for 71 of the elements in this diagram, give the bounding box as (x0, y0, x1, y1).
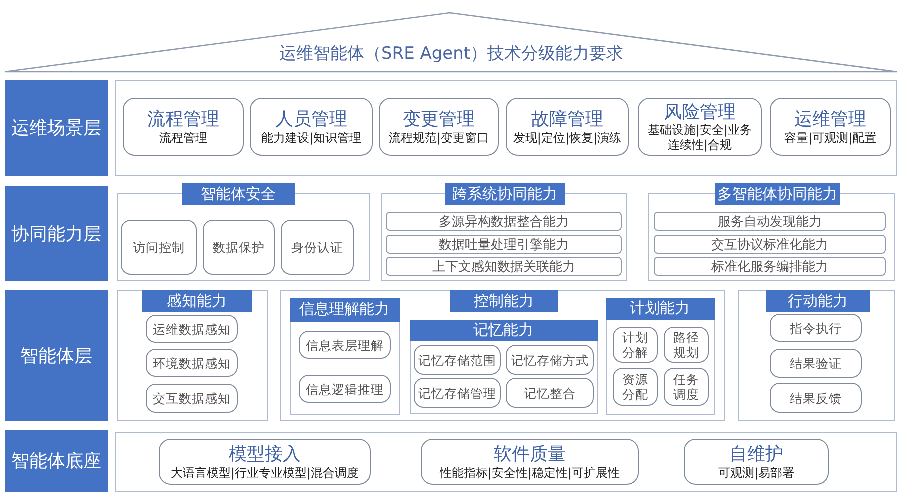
layer-panel (115, 432, 897, 492)
capability-tag: 访问控制 (121, 220, 197, 275)
group-panel (290, 298, 400, 415)
capability-row: 上下文感知数据关联能力 (386, 257, 622, 276)
capability-tag: 记忆整合 (506, 378, 594, 408)
group-heading: 信息理解能力 (290, 298, 400, 322)
group-heading: 跨系统协同能力 (445, 183, 565, 205)
card-subtitle: 发现|定位|恢复|演练 (513, 130, 622, 145)
capability-tag: 运维数据感知 (146, 315, 238, 343)
scenario-card (770, 98, 891, 156)
group-heading: 多智能体协同能力 (715, 183, 840, 205)
capability-tag: 交互数据感知 (146, 384, 238, 413)
scenario-card (379, 98, 499, 156)
layer-label: 智能体层 (5, 290, 108, 421)
capability-row: 数据吐量处理引擎能力 (386, 235, 622, 254)
capability-tag: 路径规划 (664, 327, 709, 363)
capability-row: 标准化服务编排能力 (654, 257, 886, 276)
group-heading: 计划能力 (606, 298, 714, 320)
capability-tag: 资源分配 (613, 368, 658, 406)
layer-label: 智能体底座 (5, 430, 108, 492)
capability-row: 服务自动发现能力 (654, 212, 886, 231)
card-title: 流程管理 (148, 109, 220, 131)
scenario-card (506, 98, 629, 156)
diagram-title: 运维智能体（SRE Agent）技术分级能力要求 (279, 44, 624, 64)
group-heading: 感知能力 (142, 290, 252, 312)
card-subtitle: 流程管理 (160, 130, 208, 145)
card-subtitle: 基础设施|安全|业务连续性|合规 (646, 123, 754, 152)
capability-tag: 结果反馈 (770, 383, 862, 413)
layer-label: 运维场景层 (5, 80, 108, 176)
capability-tag: 结果验证 (770, 349, 862, 378)
card-title: 变更管理 (403, 109, 475, 131)
capability-tag: 记忆存储方式 (506, 345, 594, 375)
capability-tag: 记忆存储范围 (414, 345, 501, 375)
card-subtitle: 性能指标|安全性|稳定性|可扩展性 (440, 466, 620, 480)
card-subtitle: 能力建设|知识管理 (261, 130, 362, 145)
group-panel (410, 320, 598, 414)
capability-tag: 环境数据感知 (146, 349, 238, 377)
card-title: 风险管理 (664, 102, 736, 124)
capability-row: 交互协议标准化能力 (654, 235, 886, 254)
scenario-card (123, 98, 244, 156)
capability-row: 多源异构数据整合能力 (386, 212, 622, 231)
group-heading: 记忆能力 (410, 320, 598, 340)
layer-panel (115, 80, 897, 176)
capability-tag: 身份认证 (281, 220, 354, 275)
card-title: 运维管理 (794, 109, 866, 131)
scenario-card (638, 98, 762, 156)
group-heading: 控制能力 (450, 290, 558, 312)
card-title: 软件质量 (494, 444, 566, 466)
scenario-card (159, 439, 371, 485)
group-panel (606, 298, 715, 415)
capability-tag: 信息表层理解 (299, 331, 391, 359)
capability-tag: 记忆存储管理 (414, 378, 501, 408)
card-subtitle: 可观测|易部署 (718, 466, 795, 480)
card-subtitle: 容量|可观测|配置 (784, 130, 877, 145)
card-title: 自维护 (730, 444, 784, 466)
card-title: 人员管理 (276, 109, 348, 131)
card-title: 模型接入 (229, 444, 301, 466)
scenario-card (684, 439, 829, 485)
capability-tag: 任务调度 (664, 368, 709, 406)
scenario-card (421, 439, 639, 485)
card-subtitle: 流程规范|变更窗口 (388, 130, 490, 145)
card-subtitle: 大语言模型|行业专业模型|混合调度 (170, 466, 360, 480)
group-heading: 智能体安全 (182, 183, 295, 205)
scenario-card (250, 98, 373, 156)
capability-tag: 信息逻辑推理 (299, 375, 391, 403)
card-title: 故障管理 (532, 109, 604, 131)
capability-tag: 指令执行 (770, 314, 862, 342)
capability-tag: 数据保护 (203, 220, 275, 275)
layer-label: 协同能力层 (5, 186, 108, 281)
capability-tag: 计划分解 (613, 327, 658, 363)
group-heading: 行动能力 (766, 290, 870, 312)
